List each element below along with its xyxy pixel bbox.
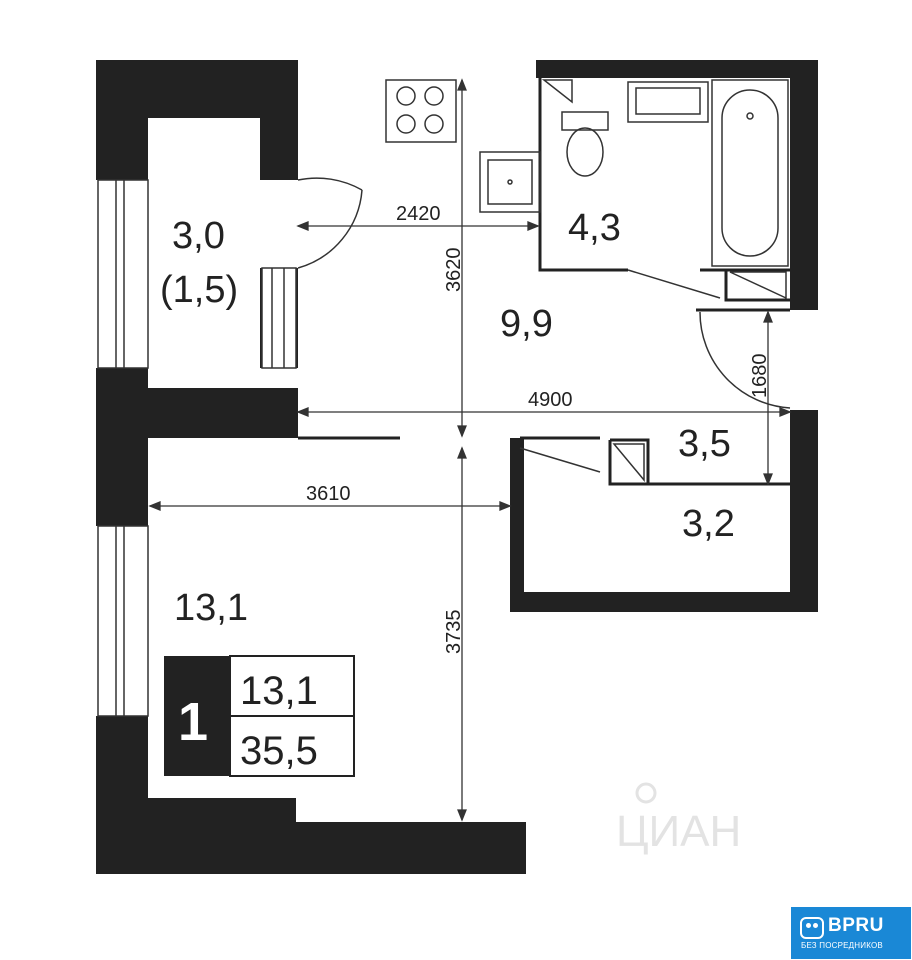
stove bbox=[385, 79, 457, 143]
room-area-balcony-sub: (1,5) bbox=[160, 269, 238, 311]
badge-subtitle: БЕЗ ПОСРЕДНИКОВ bbox=[801, 941, 883, 950]
dim-living-height: 3735 bbox=[443, 610, 465, 655]
watermark: ЦИАН bbox=[616, 782, 741, 856]
room-area-kitchen: 9,9 bbox=[500, 303, 553, 345]
bathtub bbox=[711, 79, 789, 267]
summary-living-area: 13,1 bbox=[240, 669, 318, 713]
badge-name: BPRU bbox=[828, 915, 884, 936]
toilet bbox=[561, 111, 609, 177]
shafts bbox=[541, 79, 787, 483]
bpru-badge[interactable]: BPRU БЕЗ ПОСРЕДНИКОВ bbox=[791, 907, 911, 959]
interior-walls bbox=[298, 78, 790, 486]
doors bbox=[297, 177, 791, 473]
kitchen-sink bbox=[479, 151, 541, 213]
dim-hall-height: 1680 bbox=[749, 354, 771, 399]
room-count: 1 bbox=[178, 692, 208, 752]
dim-hall-width: 4900 bbox=[528, 389, 573, 411]
dim-kitchen-height: 3620 bbox=[443, 248, 465, 293]
summary-table: 1 13,1 35,5 bbox=[164, 655, 355, 777]
room-area-storage: 3,2 bbox=[682, 503, 735, 545]
summary-total-area: 35,5 bbox=[240, 729, 318, 773]
dim-kitchen-width: 2420 bbox=[396, 203, 441, 225]
room-area-balcony: 3,0 bbox=[172, 215, 225, 257]
watermark-text: ЦИАН bbox=[616, 807, 741, 856]
room-area-living: 13,1 bbox=[174, 587, 248, 629]
bath-sink bbox=[627, 81, 709, 123]
dimension-lines bbox=[148, 78, 792, 822]
bpru-logo-icon bbox=[800, 917, 824, 939]
dim-living-width: 3610 bbox=[306, 483, 351, 505]
room-area-bathroom: 4,3 bbox=[568, 207, 621, 249]
windows bbox=[97, 179, 297, 717]
wall-fill bbox=[96, 60, 818, 874]
room-area-hall: 3,5 bbox=[678, 423, 731, 465]
